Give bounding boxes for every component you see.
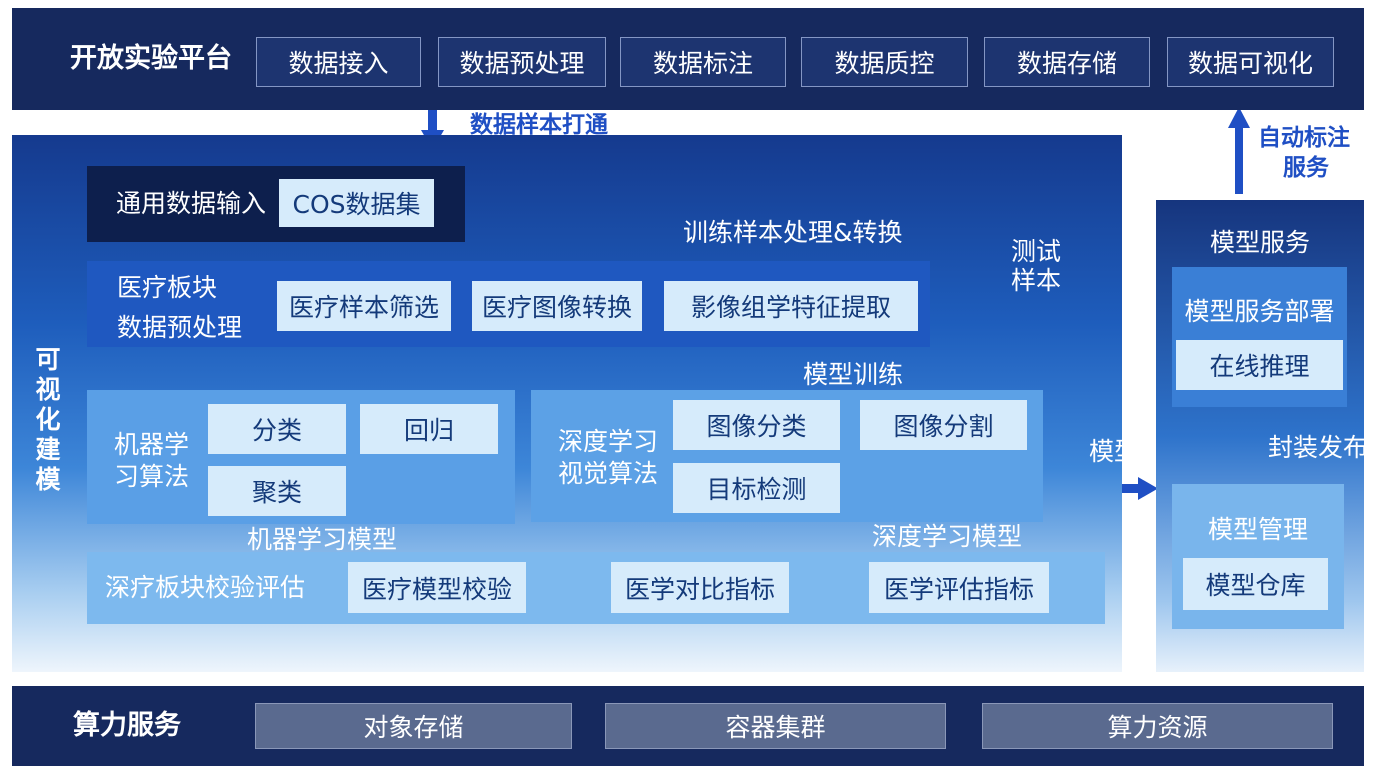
- image-segmentation-box: 图像分割: [860, 400, 1027, 450]
- medical-evaluation-label: 深疗板块校验评估: [105, 573, 306, 602]
- platform-item-data-qc: 数据质控: [801, 37, 968, 87]
- medical-sample-filter-box: 医疗样本筛选: [277, 281, 451, 331]
- platform-item-data-annotation: 数据标注: [620, 37, 786, 87]
- image-classification-box: 图像分类: [673, 400, 840, 450]
- model-deploy-label: 模型服务部署: [1184, 297, 1335, 326]
- clustering-box: 聚类: [208, 466, 346, 516]
- visual-modeling-title: 可视化建模: [35, 345, 61, 494]
- model-output-arrow: [1114, 477, 1158, 500]
- open-platform-title: 开放实验平台: [70, 43, 232, 74]
- medical-image-convert-box: 医疗图像转换: [472, 281, 642, 331]
- publish-label: 封装发布: [1268, 433, 1369, 462]
- radiomics-feature-box: 影像组学特征提取: [664, 281, 918, 331]
- compute-item-compute-resources: 算力资源: [982, 703, 1333, 749]
- medical-comparison-metrics-box: 医学对比指标: [611, 562, 789, 613]
- object-detection-box: 目标检测: [673, 463, 840, 513]
- model-training-label: 模型训练: [803, 360, 904, 389]
- cos-dataset-box: COS数据集: [279, 179, 434, 227]
- ml-label-1: 机器学: [114, 430, 190, 459]
- sample-conversion-label: 训练样本处理&转换: [683, 218, 903, 247]
- model-service-title: 模型服务: [1209, 228, 1310, 257]
- dl-label-1: 深度学习: [558, 427, 659, 456]
- auto-label-line1: 自动标注: [1258, 125, 1350, 151]
- compute-item-object-storage: 对象存储: [255, 703, 572, 749]
- test-sample-label: 测试样本: [1011, 237, 1062, 295]
- platform-item-data-visualization: 数据可视化: [1167, 37, 1334, 87]
- platform-item-data-preprocess: 数据预处理: [438, 37, 606, 87]
- compute-service-title: 算力服务: [73, 710, 181, 741]
- medical-evaluation-metrics-box: 医学评估指标: [869, 562, 1049, 613]
- auto-label-arrow: [1228, 107, 1250, 194]
- platform-item-data-storage: 数据存储: [984, 37, 1150, 87]
- auto-label-line2: 服务: [1283, 155, 1329, 181]
- online-inference-box: 在线推理: [1176, 340, 1343, 390]
- platform-item-data-access: 数据接入: [256, 37, 421, 87]
- regression-box: 回归: [360, 404, 498, 454]
- classification-box: 分类: [208, 404, 346, 454]
- general-input-label: 通用数据输入: [116, 189, 267, 218]
- data-sample-link-label: 数据样本打通: [470, 112, 608, 138]
- dl-label-2: 视觉算法: [558, 459, 659, 488]
- medical-model-validation-box: 医疗模型校验: [348, 562, 526, 613]
- ml-label-2: 习算法: [114, 462, 190, 491]
- compute-item-container-cluster: 容器集群: [605, 703, 946, 749]
- model-repository-box: 模型仓库: [1183, 558, 1328, 610]
- dl-model-label: 深度学习模型: [872, 522, 1023, 551]
- medical-preprocess-label-2: 数据预处理: [117, 313, 243, 342]
- ml-model-label: 机器学习模型: [247, 525, 398, 554]
- medical-preprocess-label-1: 医疗板块: [117, 273, 218, 302]
- model-management-label: 模型管理: [1207, 515, 1308, 544]
